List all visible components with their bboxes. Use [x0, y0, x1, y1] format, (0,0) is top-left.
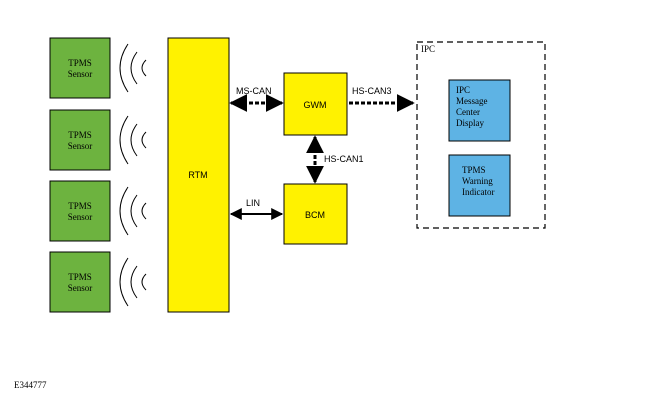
ipc-container: IPC [416, 41, 546, 229]
svg-text:Sensor: Sensor [68, 141, 93, 151]
svg-text:Indicator: Indicator [462, 187, 494, 197]
svg-text:BCM: BCM [305, 210, 325, 220]
tpms-sensor-4: TPMS Sensor [49, 251, 111, 313]
svg-text:HS-CAN1: HS-CAN1 [324, 154, 364, 164]
hs-can1-link: HS-CAN1 [306, 135, 364, 184]
svg-text:HS-CAN3: HS-CAN3 [352, 86, 392, 96]
svg-text:IPC: IPC [456, 85, 470, 95]
svg-text:Display: Display [456, 118, 484, 128]
svg-text:TPMS: TPMS [68, 201, 92, 211]
svg-text:TPMS: TPMS [68, 58, 92, 68]
svg-text:LIN: LIN [246, 198, 260, 208]
tpms-warning-indicator: TPMS Warning Indicator [448, 154, 511, 217]
rtm-module: RTM [167, 37, 230, 313]
svg-text:Center: Center [456, 107, 480, 117]
svg-text:IPC: IPC [421, 44, 435, 54]
svg-text:MS-CAN: MS-CAN [236, 86, 272, 96]
lin-link: LIN [229, 198, 284, 220]
svg-text:GWM: GWM [304, 100, 327, 110]
svg-text:Sensor: Sensor [68, 283, 93, 293]
tpms-sensor-2: TPMS Sensor [49, 109, 111, 171]
svg-text:TPMS: TPMS [68, 130, 92, 140]
bcm-module: BCM [283, 183, 348, 245]
ms-can-link: MS-CAN [229, 86, 284, 112]
svg-text:TPMS: TPMS [68, 272, 92, 282]
svg-text:Sensor: Sensor [68, 212, 93, 222]
ipc-message-center-display: IPC Message Center Display [448, 79, 511, 142]
radio-waves-icon [119, 43, 147, 307]
svg-text:Sensor: Sensor [68, 69, 93, 79]
tpms-sensor-1: TPMS Sensor [49, 37, 111, 99]
gwm-module: GWM [283, 72, 348, 136]
figure-id: E344777 [14, 380, 47, 390]
tpms-sensor-3: TPMS Sensor [49, 180, 111, 242]
hs-can3-link: HS-CAN3 [349, 86, 415, 112]
svg-text:RTM: RTM [188, 170, 207, 180]
svg-text:Message: Message [456, 96, 488, 106]
svg-text:Warning: Warning [462, 176, 493, 186]
svg-text:TPMS: TPMS [462, 165, 486, 175]
